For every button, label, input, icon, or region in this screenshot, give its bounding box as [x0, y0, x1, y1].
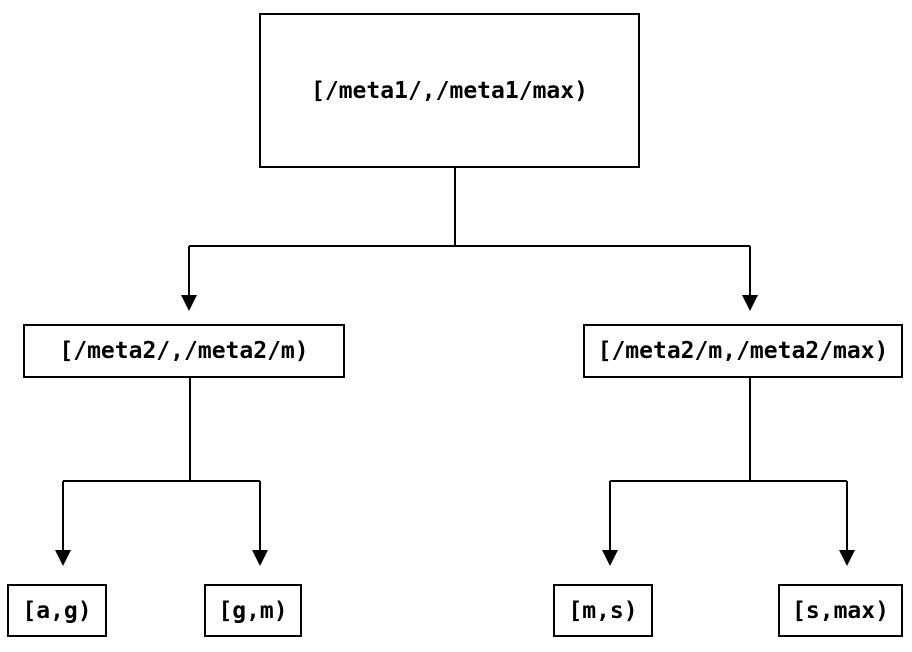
node-leaf-ms: [m,s) [553, 584, 653, 637]
node-leaf-ag-label: [a,g) [22, 597, 92, 624]
arrow-down-icon [602, 550, 618, 566]
arrow-down-icon [252, 550, 268, 566]
node-right-child-label: [/meta2/m,/meta2/max) [597, 338, 889, 364]
arrow-down-icon [55, 550, 71, 566]
node-leaf-smax: [s,max) [778, 584, 903, 637]
node-right-child: [/meta2/m,/meta2/max) [583, 324, 903, 378]
node-leaf-ms-label: [m,s) [568, 597, 638, 624]
node-leaf-smax-label: [s,max) [792, 597, 889, 624]
node-leaf-ag: [a,g) [7, 584, 107, 637]
node-left-child-label: [/meta2/,/meta2/m) [59, 338, 309, 364]
arrow-down-icon [742, 295, 758, 311]
arrow-down-icon [181, 295, 197, 311]
node-leaf-gm: [g,m) [204, 584, 302, 637]
node-root-label: [/meta1/,/meta1/max) [311, 77, 588, 104]
node-left-child: [/meta2/,/meta2/m) [23, 324, 345, 378]
arrow-down-icon [839, 550, 855, 566]
node-root: [/meta1/,/meta1/max) [259, 13, 640, 168]
node-leaf-gm-label: [g,m) [218, 597, 288, 624]
